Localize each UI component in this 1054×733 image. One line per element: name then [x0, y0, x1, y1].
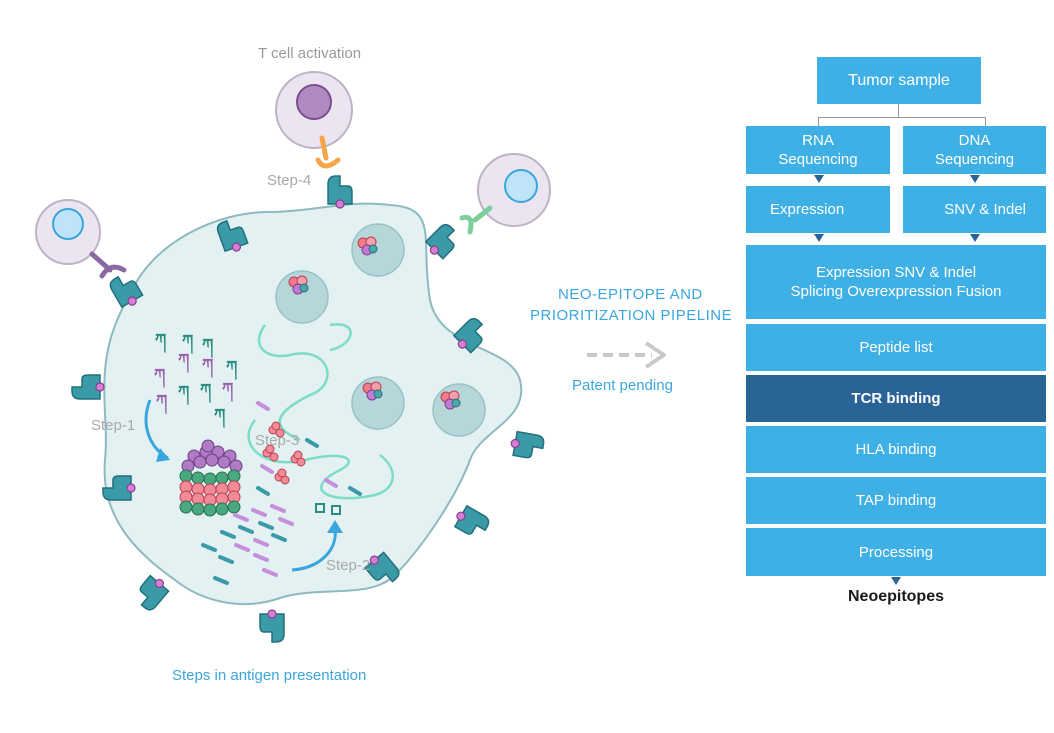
- box-hla-binding-label: HLA binding: [855, 441, 937, 458]
- box-tap-binding-label: TAP binding: [855, 492, 937, 509]
- output-neoepitopes: Neoepitopes: [847, 588, 944, 605]
- er-strand: [247, 419, 394, 500]
- flow-arrow: [814, 175, 824, 183]
- box-tumor-sample: Tumor sample: [817, 57, 981, 104]
- svg-text:ཀ: ཀ: [200, 380, 211, 404]
- box-expression-label: Expression: [770, 201, 845, 218]
- t-cell-left: [35, 199, 127, 279]
- box-peptide-list-label: Peptide list: [859, 339, 933, 356]
- t-cell-right: [459, 153, 551, 235]
- box-tcr-binding: TCR binding: [746, 375, 1046, 422]
- rna-line2: Sequencing: [778, 151, 858, 168]
- flow-arrow: [970, 234, 980, 242]
- flow-arrow: [814, 234, 824, 242]
- t-cell-activation-label: T cell activation: [258, 45, 362, 62]
- step-1-label: Step-1: [91, 417, 136, 434]
- vesicle: [275, 270, 329, 324]
- svg-text:ཀ: ཀ: [156, 391, 167, 415]
- svg-text:ཀ: ཀ: [178, 350, 189, 374]
- step-2-label: Step-2: [326, 557, 371, 574]
- step-3-label: Step-3: [255, 432, 300, 449]
- box-combined-variants: Expression SNV & Indel Splicing Overexpr…: [746, 245, 1046, 319]
- step-2-arrow: [291, 527, 337, 572]
- svg-text:ཀ: ཀ: [222, 379, 233, 403]
- pipeline-arrow: [587, 341, 666, 369]
- svg-text:ཀ: ཀ: [155, 330, 166, 354]
- antigen-presentation-illustration: ཀ ཀ ཀ ཀ ཀ ཀ ཀ ཀ ཀ ཀ ཀ ཀ: [35, 71, 666, 643]
- connector-line: [898, 104, 899, 118]
- box-tap-binding: TAP binding: [746, 477, 1046, 524]
- box-processing: Processing: [746, 528, 1046, 576]
- svg-text:ཀ: ཀ: [214, 405, 225, 429]
- tap-transporter: [315, 503, 341, 515]
- step-2-arrowhead: [327, 520, 343, 533]
- svg-text:ཀ: ཀ: [202, 335, 213, 359]
- svg-text:ཀ: ཀ: [154, 365, 165, 389]
- t-cell-top: [275, 71, 353, 169]
- box-expression: Expression: [746, 186, 890, 233]
- rna-line1: RNA: [802, 132, 834, 149]
- combined-line2: Splicing Overexpression Fusion: [790, 283, 1002, 300]
- vesicle: [432, 383, 486, 437]
- pipeline-title-line2: PRIORITIZATION PIPELINE: [530, 307, 733, 324]
- box-dna-sequencing: DNA Sequencing: [903, 126, 1046, 174]
- svg-text:ཀ: ཀ: [178, 382, 189, 406]
- step-4-label: Step-4: [267, 172, 312, 189]
- svg-text:ཀ: ཀ: [226, 357, 237, 381]
- box-snv-indel: SNV & Indel: [903, 186, 1046, 233]
- illustration-caption: Steps in antigen presentation: [172, 667, 367, 684]
- box-rna-sequencing: RNA Sequencing: [746, 126, 890, 174]
- connector-line: [818, 117, 986, 118]
- combined-line1: Expression SNV & Indel: [815, 264, 977, 281]
- proteasome: [179, 439, 243, 517]
- flow-arrow: [970, 175, 980, 183]
- connector-line: [985, 117, 986, 126]
- er-strand: [329, 323, 352, 352]
- box-processing-label: Processing: [858, 543, 934, 561]
- dna-line1: DNA: [958, 132, 991, 149]
- er-strand: [257, 324, 329, 442]
- vesicle: [351, 223, 405, 277]
- svg-text:ཀ: ཀ: [182, 331, 193, 355]
- flow-arrow: [891, 577, 901, 585]
- box-tcr-binding-label: TCR binding: [851, 390, 941, 407]
- box-tumor-sample-label: Tumor sample: [848, 72, 950, 89]
- box-hla-binding: HLA binding: [746, 426, 1046, 473]
- connector-line: [818, 117, 819, 126]
- svg-text:ཀ: ཀ: [202, 355, 213, 379]
- box-snv-indel-label: SNV & Indel: [944, 201, 1026, 218]
- peptide-clusters: [262, 421, 306, 485]
- peptide-fragments: [201, 401, 362, 585]
- vesicle: [351, 376, 405, 430]
- dna-line2: Sequencing: [934, 151, 1015, 168]
- patent-note: Patent pending: [572, 377, 673, 394]
- pipeline-title-line1: NEO-EPITOPE AND: [558, 286, 703, 303]
- box-peptide-list: Peptide list: [746, 324, 1046, 371]
- step-1-arrowhead: [156, 448, 170, 462]
- ribosome-group: ཀ ཀ ཀ ཀ ཀ ཀ ཀ ཀ ཀ ཀ ཀ ཀ: [154, 330, 237, 429]
